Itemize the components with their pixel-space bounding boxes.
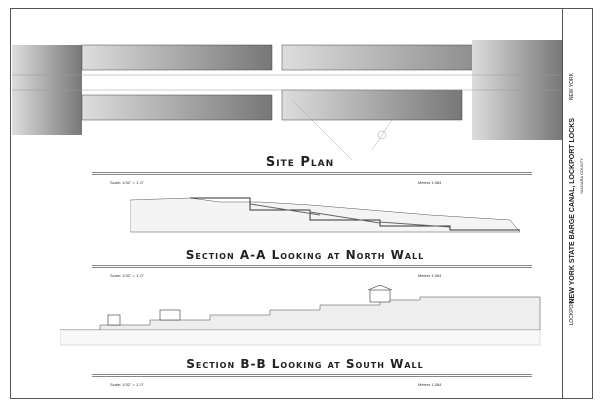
title-block: NEW YORK STATE BARGE CANAL, LOCKPORT LOC… [562, 8, 594, 399]
site-plan-drawing [12, 40, 562, 160]
divider [92, 374, 532, 377]
section-b-drawing [60, 285, 541, 346]
scale-metric: Meters 1:384 [418, 273, 442, 278]
scale-metric: Meters 1:384 [418, 382, 442, 387]
divider [92, 172, 532, 175]
site-plan-title: Site Plan [265, 155, 335, 170]
section-b-title: Section B-B Looking at South Wall [186, 357, 424, 371]
city: LOCKPORT [569, 298, 575, 326]
divider [92, 265, 532, 268]
drawing-sheet [10, 8, 593, 399]
section-a-title: Section A-A Looking at North Wall [185, 248, 425, 262]
scale-imperial: Scale: 1/32" = 1'-0" [110, 273, 144, 278]
scale-imperial: Scale: 1/32" = 1'-0" [110, 382, 144, 387]
project-title: NEW YORK STATE BARGE CANAL, LOCKPORT LOC… [569, 118, 576, 304]
state: NEW YORK [569, 73, 575, 101]
county: NIAGARA COUNTY [579, 158, 584, 194]
scale-metric: Meters 1:384 [418, 180, 442, 185]
section-a-drawing [130, 197, 521, 233]
scale-imperial: Scale: 1/32" = 1'-0" [110, 180, 144, 185]
